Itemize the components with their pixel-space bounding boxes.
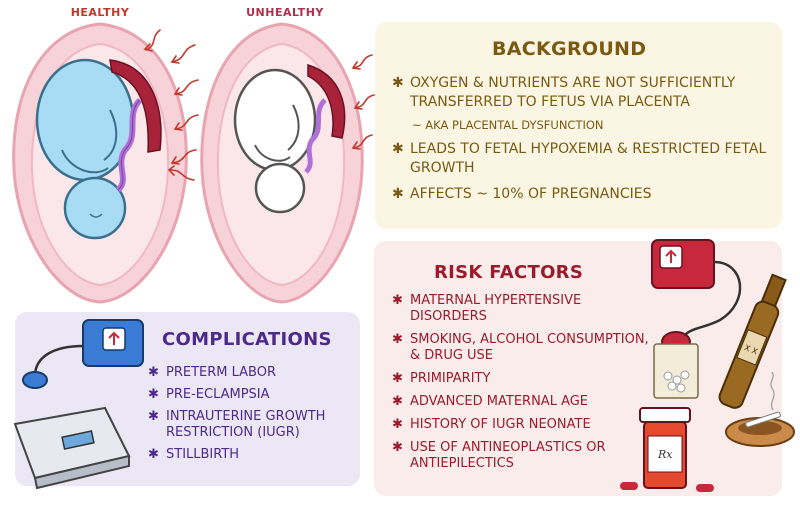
risk-item-2: SMOKING, ALCOHOL CONSUMPTION, & DRUG USE bbox=[410, 332, 649, 363]
background-subnote: ~ aka PLACENTAL DYSFUNCTION bbox=[412, 118, 604, 132]
list-item: ✱ OXYGEN & NUTRIENTS are NOT SUFFICIENTL… bbox=[392, 74, 772, 112]
star-bullet-icon: ✱ bbox=[392, 371, 403, 386]
star-bullet-icon: ✱ bbox=[392, 75, 404, 91]
healthy-header: HEALTHY bbox=[70, 6, 130, 19]
list-item: ✱ MATERNAL HYPERTENSIVE DISORDERS bbox=[392, 293, 652, 325]
pill-bag-icon bbox=[653, 343, 699, 399]
complication-item-4: STILLBIRTH bbox=[166, 447, 240, 462]
complications-title: COMPLICATIONS bbox=[162, 329, 332, 350]
list-item: ✱ PRIMIPARITY bbox=[392, 371, 652, 387]
complication-item-1: PRETERM LABOR bbox=[166, 365, 277, 380]
list-item: ✱ USE of ANTINEOPLASTICS or ANTIEPILECTI… bbox=[392, 440, 652, 472]
risk-factors-list: ✱ MATERNAL HYPERTENSIVE DISORDERS ✱ SMOK… bbox=[392, 293, 652, 479]
list-item: ✱ PRE-ECLAMPSIA bbox=[148, 387, 358, 403]
star-bullet-icon: ✱ bbox=[392, 293, 403, 308]
list-item: ✱ INTRAUTERINE GROWTH RESTRICTION (IUGR) bbox=[148, 409, 358, 441]
risk-item-3: PRIMIPARITY bbox=[410, 371, 491, 386]
star-bullet-icon: ✱ bbox=[392, 440, 403, 455]
star-bullet-icon: ✱ bbox=[148, 409, 159, 424]
blood-pressure-cuff-icon bbox=[22, 319, 144, 389]
star-bullet-icon: ✱ bbox=[392, 332, 403, 347]
ashtray-cigarette-icon bbox=[725, 371, 795, 447]
beer-bottle-icon: X X bbox=[718, 273, 787, 409]
star-bullet-icon: ✱ bbox=[392, 141, 404, 157]
complication-item-3: INTRAUTERINE GROWTH RESTRICTION (IUGR) bbox=[166, 409, 326, 440]
star-bullet-icon: ✱ bbox=[392, 394, 403, 409]
background-list: ✱ OXYGEN & NUTRIENTS are NOT SUFFICIENTL… bbox=[392, 74, 772, 211]
star-bullet-icon: ✱ bbox=[392, 417, 403, 432]
complication-item-2: PRE-ECLAMPSIA bbox=[166, 387, 270, 402]
unhealthy-header: UNHEALTHY bbox=[246, 6, 324, 19]
star-bullet-icon: ✱ bbox=[148, 365, 159, 380]
list-item: ~ aka PLACENTAL DYSFUNCTION bbox=[392, 117, 772, 133]
scale-icon bbox=[13, 406, 131, 490]
placenta-icon bbox=[304, 63, 346, 174]
fetus-icon bbox=[35, 58, 135, 240]
risk-item-4: ADVANCED MATERNAL AGE bbox=[410, 394, 589, 409]
placenta-icon bbox=[109, 59, 162, 193]
list-item: ✱ SMOKING, ALCOHOL CONSUMPTION, & DRUG U… bbox=[392, 332, 652, 364]
risk-item-6: USE of ANTINEOPLASTICS or ANTIEPILECTICS bbox=[410, 440, 606, 471]
complications-illustrations bbox=[13, 319, 144, 490]
list-item: ✱ ADVANCED MATERNAL AGE bbox=[392, 394, 652, 410]
star-bullet-icon: ✱ bbox=[148, 387, 159, 402]
blood-pressure-cuff-icon bbox=[651, 239, 742, 353]
background-item-1: OXYGEN & NUTRIENTS are NOT SUFFICIENTLY … bbox=[410, 75, 736, 110]
risk-item-1: MATERNAL HYPERTENSIVE DISORDERS bbox=[410, 293, 582, 324]
star-bullet-icon: ✱ bbox=[392, 186, 404, 202]
pill-bottle-icon: Rx bbox=[620, 407, 714, 492]
background-panel bbox=[375, 22, 782, 229]
healthy-uterus-illustration bbox=[12, 22, 199, 304]
background-item-3: AFFECTS ~ 10% of PREGNANCIES bbox=[410, 186, 652, 202]
risk-factor-illustrations: X X Rx bbox=[620, 239, 795, 492]
risk-factors-title: RISK FACTORS bbox=[434, 262, 584, 283]
background-item-2: LEADS to FETAL HYPOXEMIA & RESTRICTED FE… bbox=[410, 141, 767, 176]
complications-list: ✱ PRETERM LABOR ✱ PRE-ECLAMPSIA ✱ INTRAU… bbox=[148, 365, 358, 469]
star-bullet-icon: ✱ bbox=[148, 447, 159, 462]
list-item: ✱ AFFECTS ~ 10% of PREGNANCIES bbox=[392, 185, 772, 204]
risk-item-5: HISTORY of IUGR NEONATE bbox=[410, 417, 591, 432]
background-title: BACKGROUND bbox=[492, 38, 647, 60]
fetus-icon bbox=[233, 68, 317, 214]
unhealthy-uterus-illustration bbox=[200, 22, 375, 304]
list-item: ✱ STILLBIRTH bbox=[148, 447, 358, 463]
list-item: ✱ HISTORY of IUGR NEONATE bbox=[392, 417, 652, 433]
rx-label: Rx bbox=[657, 448, 673, 461]
list-item: ✱ LEADS to FETAL HYPOXEMIA & RESTRICTED … bbox=[392, 140, 772, 178]
list-item: ✱ PRETERM LABOR bbox=[148, 365, 358, 381]
